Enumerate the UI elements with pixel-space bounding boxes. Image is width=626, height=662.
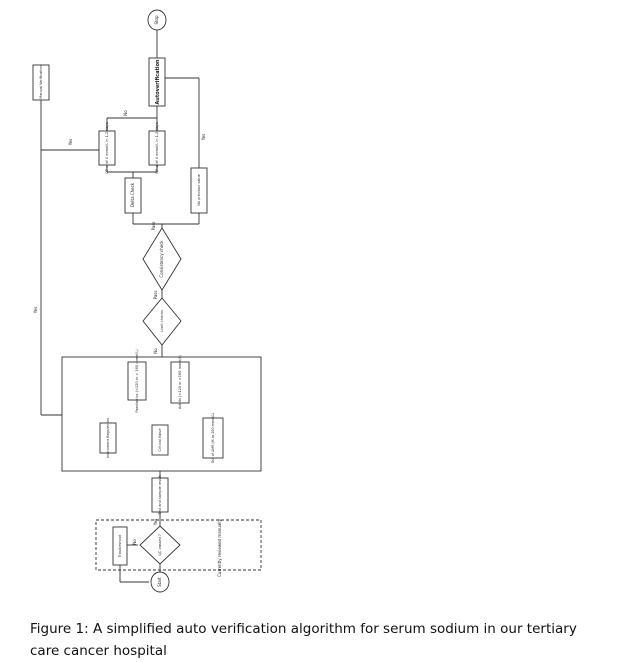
qc-diamond bbox=[139, 525, 181, 565]
edge-label-yes-right: Yes bbox=[201, 134, 206, 141]
edge-label-yes-top: Yes bbox=[68, 139, 73, 146]
figure-caption: Figure 1: A simplified auto verification… bbox=[30, 621, 577, 659]
limit-check-diamond bbox=[142, 297, 182, 346]
critical-value-box bbox=[151, 424, 169, 456]
consistency-check-label: Consistency check bbox=[159, 240, 164, 278]
edge-label-pass-top: Pass bbox=[151, 222, 156, 231]
troubleshoot-label: Troubleshoot bbox=[118, 534, 122, 558]
adult-limits-box bbox=[170, 361, 190, 404]
instrument-flags-label: Instrument flags/errors bbox=[106, 418, 110, 458]
stop-label: Stop bbox=[154, 15, 159, 25]
edge-label-pass-mid: Pass bbox=[153, 291, 158, 300]
start-label: Start bbox=[157, 577, 162, 587]
instrument-flags-box bbox=[99, 422, 117, 454]
dp-low-box bbox=[148, 130, 166, 166]
edge-label-yes-left: Yes bbox=[33, 307, 38, 314]
currently-reviewed-label: Currently reviewed manually bbox=[217, 519, 222, 577]
consistency-check-diamond bbox=[142, 227, 182, 291]
no-previous-value-label: No previous value bbox=[197, 174, 201, 206]
adult-limits-label: Adults (<120 or >160 mmol/L) bbox=[178, 354, 182, 409]
edge-label-yes-qc: Yes bbox=[153, 519, 158, 526]
autoverification-box bbox=[148, 57, 166, 107]
dp-low-label: DP ≤ of 4 mmol/L in 1-2 days bbox=[155, 122, 159, 174]
test-and-sample-box bbox=[151, 477, 169, 513]
delta-check-box bbox=[124, 177, 142, 214]
edge-label-no-bottom: No bbox=[153, 348, 158, 354]
out-of-amr-box bbox=[202, 417, 224, 459]
edge-label-no-top: No bbox=[123, 110, 128, 116]
start-node bbox=[150, 571, 170, 593]
paediatric-limits-label: Paediatrics (<120 or > 160 mmol/L) bbox=[135, 349, 139, 413]
critical-value-label: Critical Value bbox=[158, 429, 162, 452]
limit-check-label: Limit checks bbox=[160, 310, 164, 332]
troubleshoot-box bbox=[112, 526, 128, 566]
test-and-sample-label: Test and sample result bbox=[158, 475, 162, 516]
autoverification-label: Autoverification bbox=[155, 59, 161, 105]
dp-high-label: DP > of 4 mmol/L in 1-2 days bbox=[105, 122, 109, 174]
qc-dashed-container bbox=[95, 519, 262, 571]
dp-high-box bbox=[98, 130, 116, 166]
paediatric-limits-box bbox=[127, 361, 147, 401]
delta-check-label: Delta Check bbox=[130, 182, 135, 207]
stop-node bbox=[147, 9, 167, 31]
manual-verification-box bbox=[32, 64, 50, 101]
qc-label: QC passed ? bbox=[158, 534, 162, 556]
no-previous-value-box bbox=[190, 167, 208, 214]
out-of-amr-label: Out of AMR (% or 200 mmol/L) bbox=[211, 413, 215, 464]
manual-verification-label: Manual Verification bbox=[39, 65, 43, 99]
flowchart-diagram: Stop Manual Verification Autoverificatio… bbox=[32, 9, 262, 593]
edge-label-no-qc: No bbox=[132, 539, 137, 545]
